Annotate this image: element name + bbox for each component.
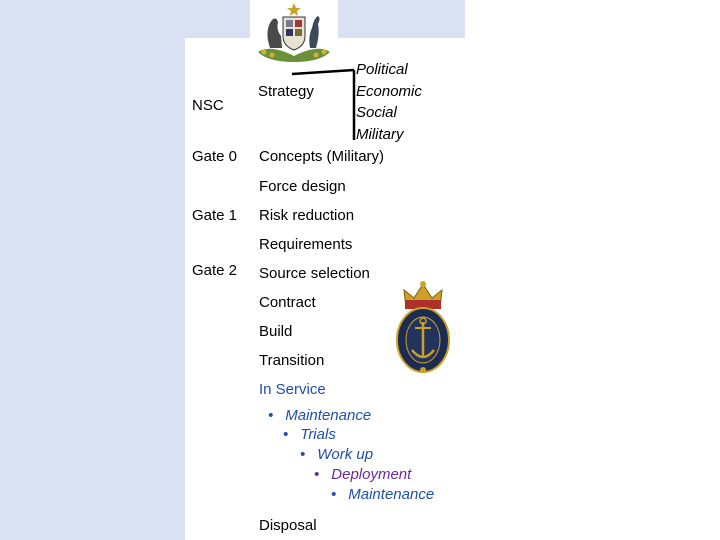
stage-in-service: In Service [259, 381, 326, 398]
right-background-column [465, 0, 720, 540]
bullet: • [300, 446, 306, 463]
cycle-item-trials: •Trials [283, 426, 336, 443]
strategy-label: Strategy [258, 83, 314, 100]
stage-risk-reduction: Risk reduction [259, 207, 355, 224]
stage-transition: Transition [259, 352, 325, 369]
stage-force-design: Force design [259, 178, 346, 195]
bullet: • [314, 466, 320, 483]
cycle-item-maintenance-2: •Maintenance [331, 486, 435, 503]
bullet: • [268, 407, 274, 424]
left-background-column [0, 0, 185, 540]
commonwealth-coat-of-arms-icon [258, 3, 330, 62]
strategy-item-political: Political [356, 61, 408, 78]
bullet: • [283, 426, 289, 443]
strategy-item-military: Military [356, 126, 404, 143]
gate-1-label: Gate 1 [192, 207, 238, 224]
stage-requirements: Requirements [259, 236, 353, 253]
royal-australian-navy-badge-icon [396, 281, 450, 373]
stage-concepts: Concepts (Military) [259, 148, 385, 165]
cycle-item-maintenance: •Maintenance [268, 407, 372, 424]
strategy-item-economic: Economic [356, 83, 422, 100]
nsc-label: NSC [192, 97, 224, 114]
stage-disposal: Disposal [259, 517, 317, 534]
stage-contract: Contract [259, 294, 316, 311]
bullet: • [331, 486, 337, 503]
cycle-item-deployment: •Deployment [314, 466, 412, 483]
strategy-item-social: Social [356, 104, 397, 121]
stage-build: Build [259, 323, 293, 340]
strategy-bracket [291, 68, 356, 140]
cycle-item-work-up: •Work up [300, 446, 374, 463]
gate-2-label: Gate 2 [192, 262, 238, 279]
gate-0-label: Gate 0 [192, 148, 238, 165]
stage-source-selection: Source selection [259, 265, 370, 282]
crest-frame [250, 0, 338, 66]
